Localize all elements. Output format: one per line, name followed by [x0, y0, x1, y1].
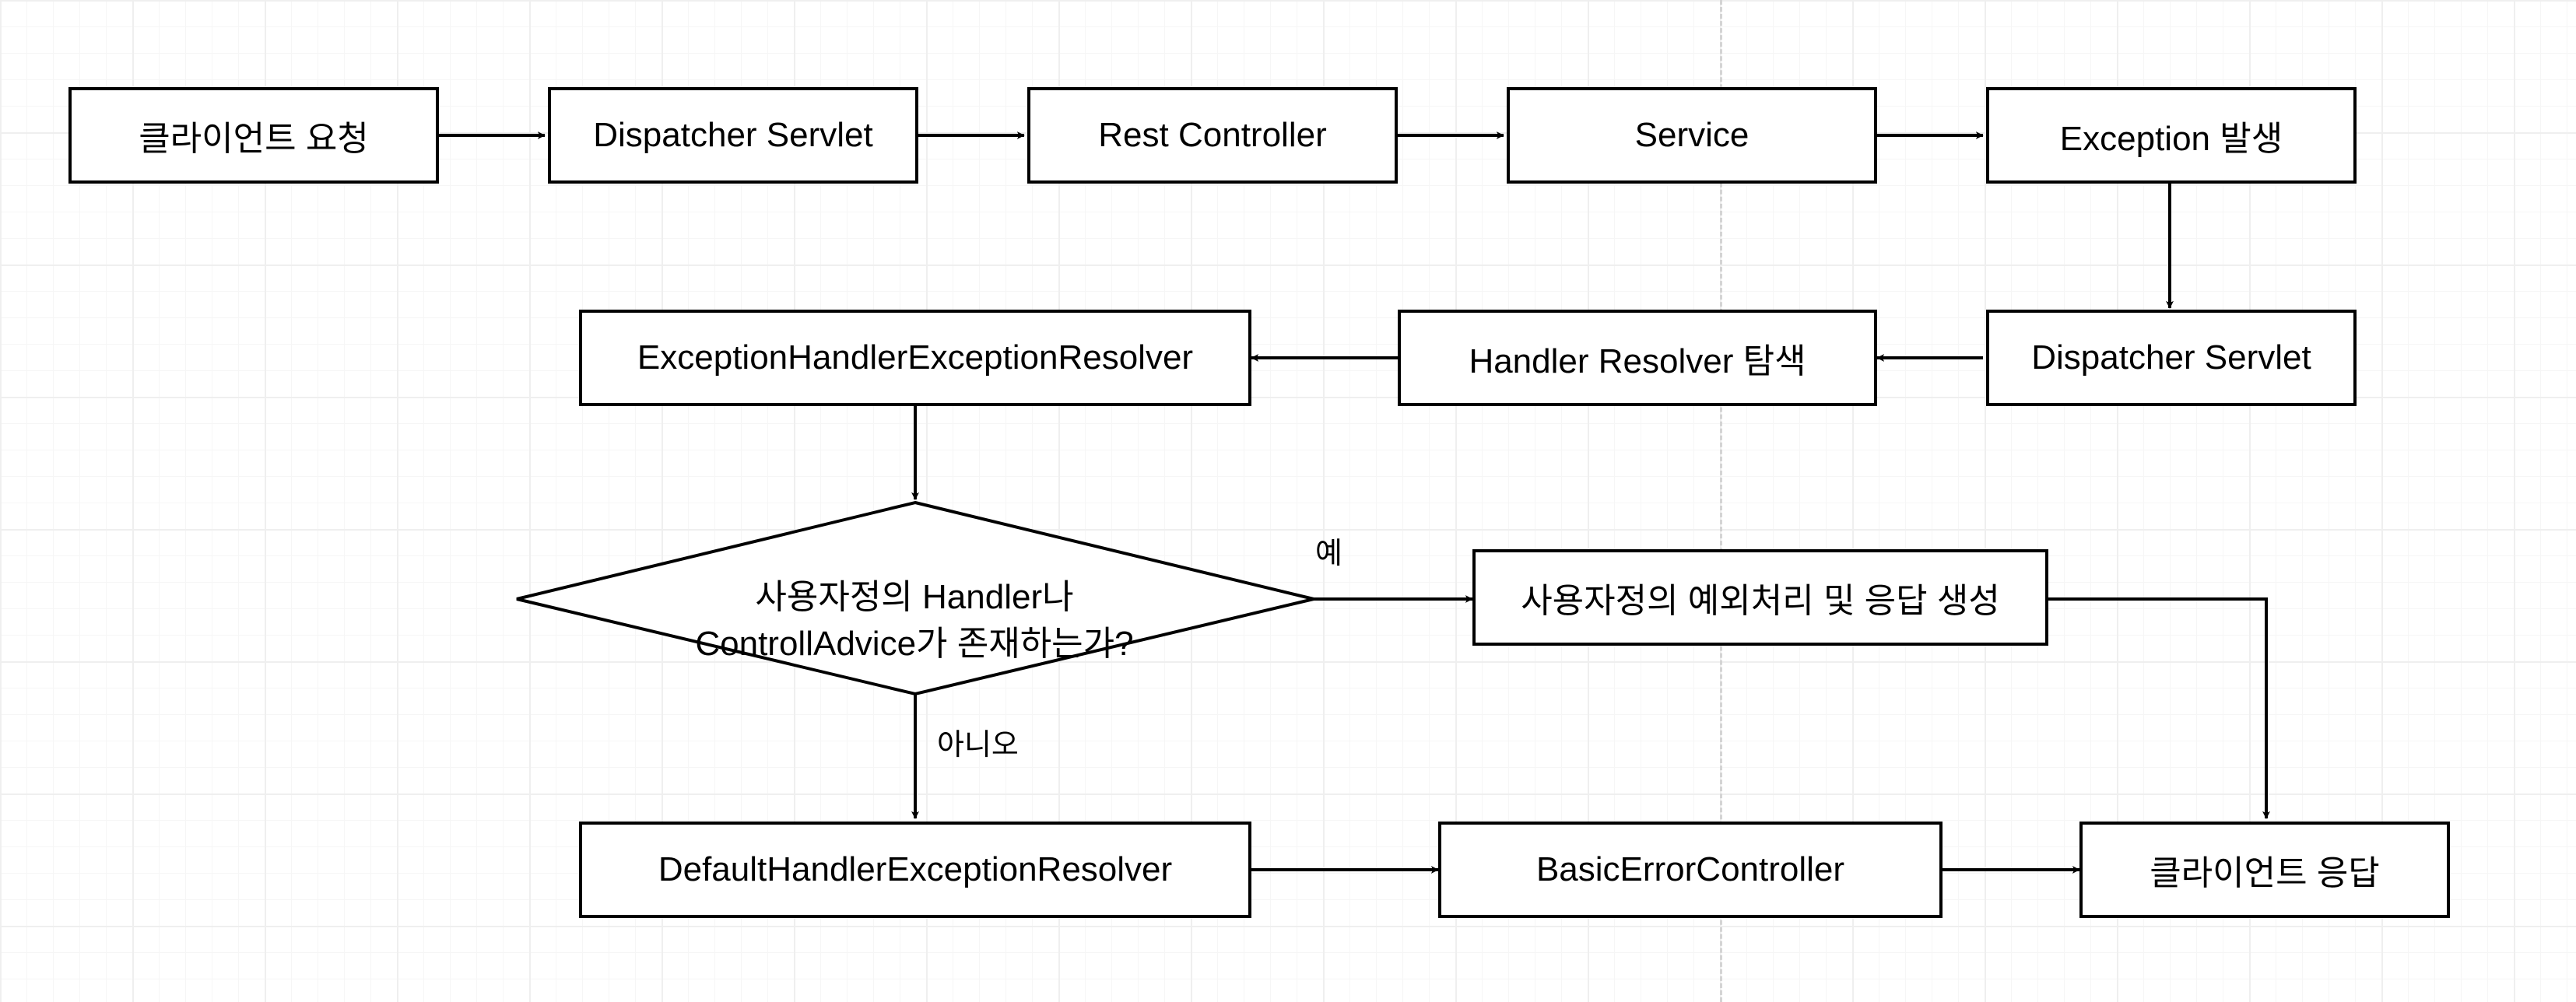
decision-line-2: ControllAdvice가 존재하는가? [695, 625, 1134, 663]
node-service: Service [1507, 87, 1877, 184]
edge-custom-to-client-response [2048, 597, 2270, 819]
edge-label-yes: 예 [1315, 538, 1342, 570]
decision-diamond [516, 500, 1314, 696]
decision-text: 사용자정의 Handler나 ControllAdvice가 존재하는가? [514, 551, 1315, 691]
node-default-resolver: DefaultHandlerExceptionResolver [579, 822, 1251, 918]
node-basic-error-controller: BasicErrorController [1438, 822, 1943, 918]
decision-line-1: 사용자정의 Handler나 [755, 578, 1074, 616]
node-handler-resolver: Handler Resolver 탐색 [1398, 310, 1877, 406]
node-client-response: 클라이언트 응답 [2079, 822, 2450, 918]
node-dispatcher-servlet-2: Dispatcher Servlet [1986, 310, 2357, 406]
node-dispatcher-servlet-1: Dispatcher Servlet [548, 87, 918, 184]
node-exception-handler-resolver: ExceptionHandlerExceptionResolver [579, 310, 1251, 406]
node-exception: Exception 발생 [1986, 87, 2357, 184]
node-custom-handling: 사용자정의 예외처리 및 응답 생성 [1472, 549, 2048, 646]
node-rest-controller: Rest Controller [1027, 87, 1398, 184]
node-client-request: 클라이언트 요청 [68, 87, 439, 184]
page-divider [1720, 0, 1722, 1002]
edge-label-no: 아니오 [937, 729, 1019, 762]
